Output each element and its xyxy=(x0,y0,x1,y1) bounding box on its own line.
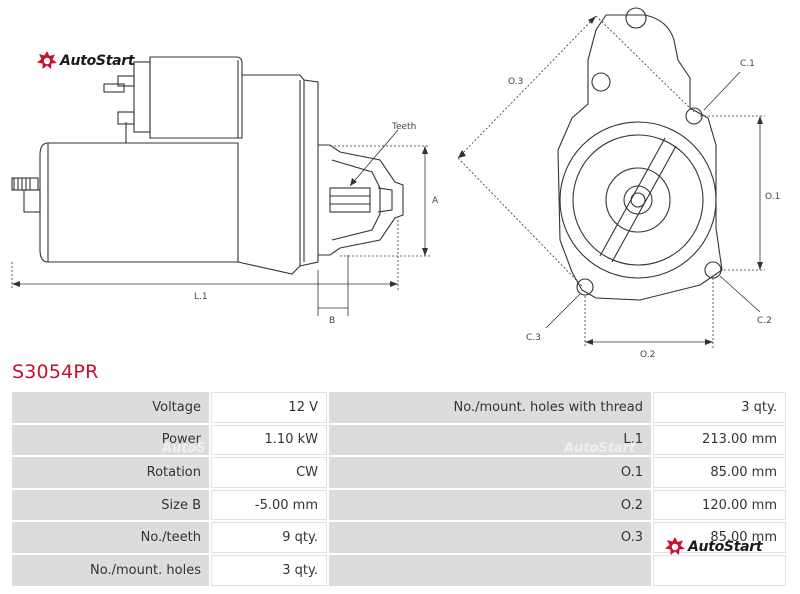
label-o3: O.3 xyxy=(508,77,523,87)
spec-label: No./teeth xyxy=(12,522,209,553)
autostart-logo-icon xyxy=(37,51,57,69)
spec-value: 85.00 mm xyxy=(653,457,786,488)
label-a: A xyxy=(432,196,439,206)
spec-value: 1.10 kW xyxy=(211,424,327,456)
spec-value xyxy=(653,554,786,586)
label-o2: O.2 xyxy=(640,350,655,360)
spec-value: 3 qty. xyxy=(653,392,786,423)
spec-label: Power xyxy=(12,424,209,456)
spec-label: No./mount. holes with thread xyxy=(329,392,651,423)
brand-logo-top: AutoStart xyxy=(36,50,135,72)
label-b: B xyxy=(329,316,335,326)
spec-value: CW xyxy=(211,457,327,488)
spec-label: O.2 xyxy=(329,489,651,521)
spec-value: 120.00 mm xyxy=(653,489,786,521)
label-teeth: Teeth xyxy=(391,122,416,132)
brand-wordmark: AutoStart xyxy=(60,53,135,69)
part-number: S3054PR xyxy=(12,361,99,383)
spec-label xyxy=(329,554,651,586)
autostart-logo-icon xyxy=(665,537,685,555)
spec-label: L.1 xyxy=(329,424,651,456)
starter-technical-drawing: Teeth A L.1 B O.3 C.1 O.1 xyxy=(11,7,780,360)
spec-label: Rotation xyxy=(12,457,209,488)
spec-value: 9 qty. xyxy=(211,522,327,553)
spec-label: Size B xyxy=(12,489,209,521)
spec-label: O.1 xyxy=(329,457,651,488)
spec-value: 3 qty. xyxy=(211,554,327,586)
spec-label: No./mount. holes xyxy=(12,554,209,586)
label-l1: L.1 xyxy=(194,292,208,302)
spec-value: -5.00 mm xyxy=(211,489,327,521)
spec-value: 85.00 mm xyxy=(653,522,786,553)
brand-wordmark: AutoStart xyxy=(688,539,763,555)
label-c3: C.3 xyxy=(526,333,541,343)
brand-logo-bottom: AutoStart xyxy=(664,536,763,558)
spec-value: 213.00 mm xyxy=(653,424,786,456)
label-c2: C.2 xyxy=(757,316,772,326)
spec-label: O.3 xyxy=(329,522,651,553)
spec-label: Voltage xyxy=(12,392,209,423)
spec-value: 12 V xyxy=(211,392,327,423)
label-c1: C.1 xyxy=(740,59,755,69)
label-o1: O.1 xyxy=(765,192,780,202)
